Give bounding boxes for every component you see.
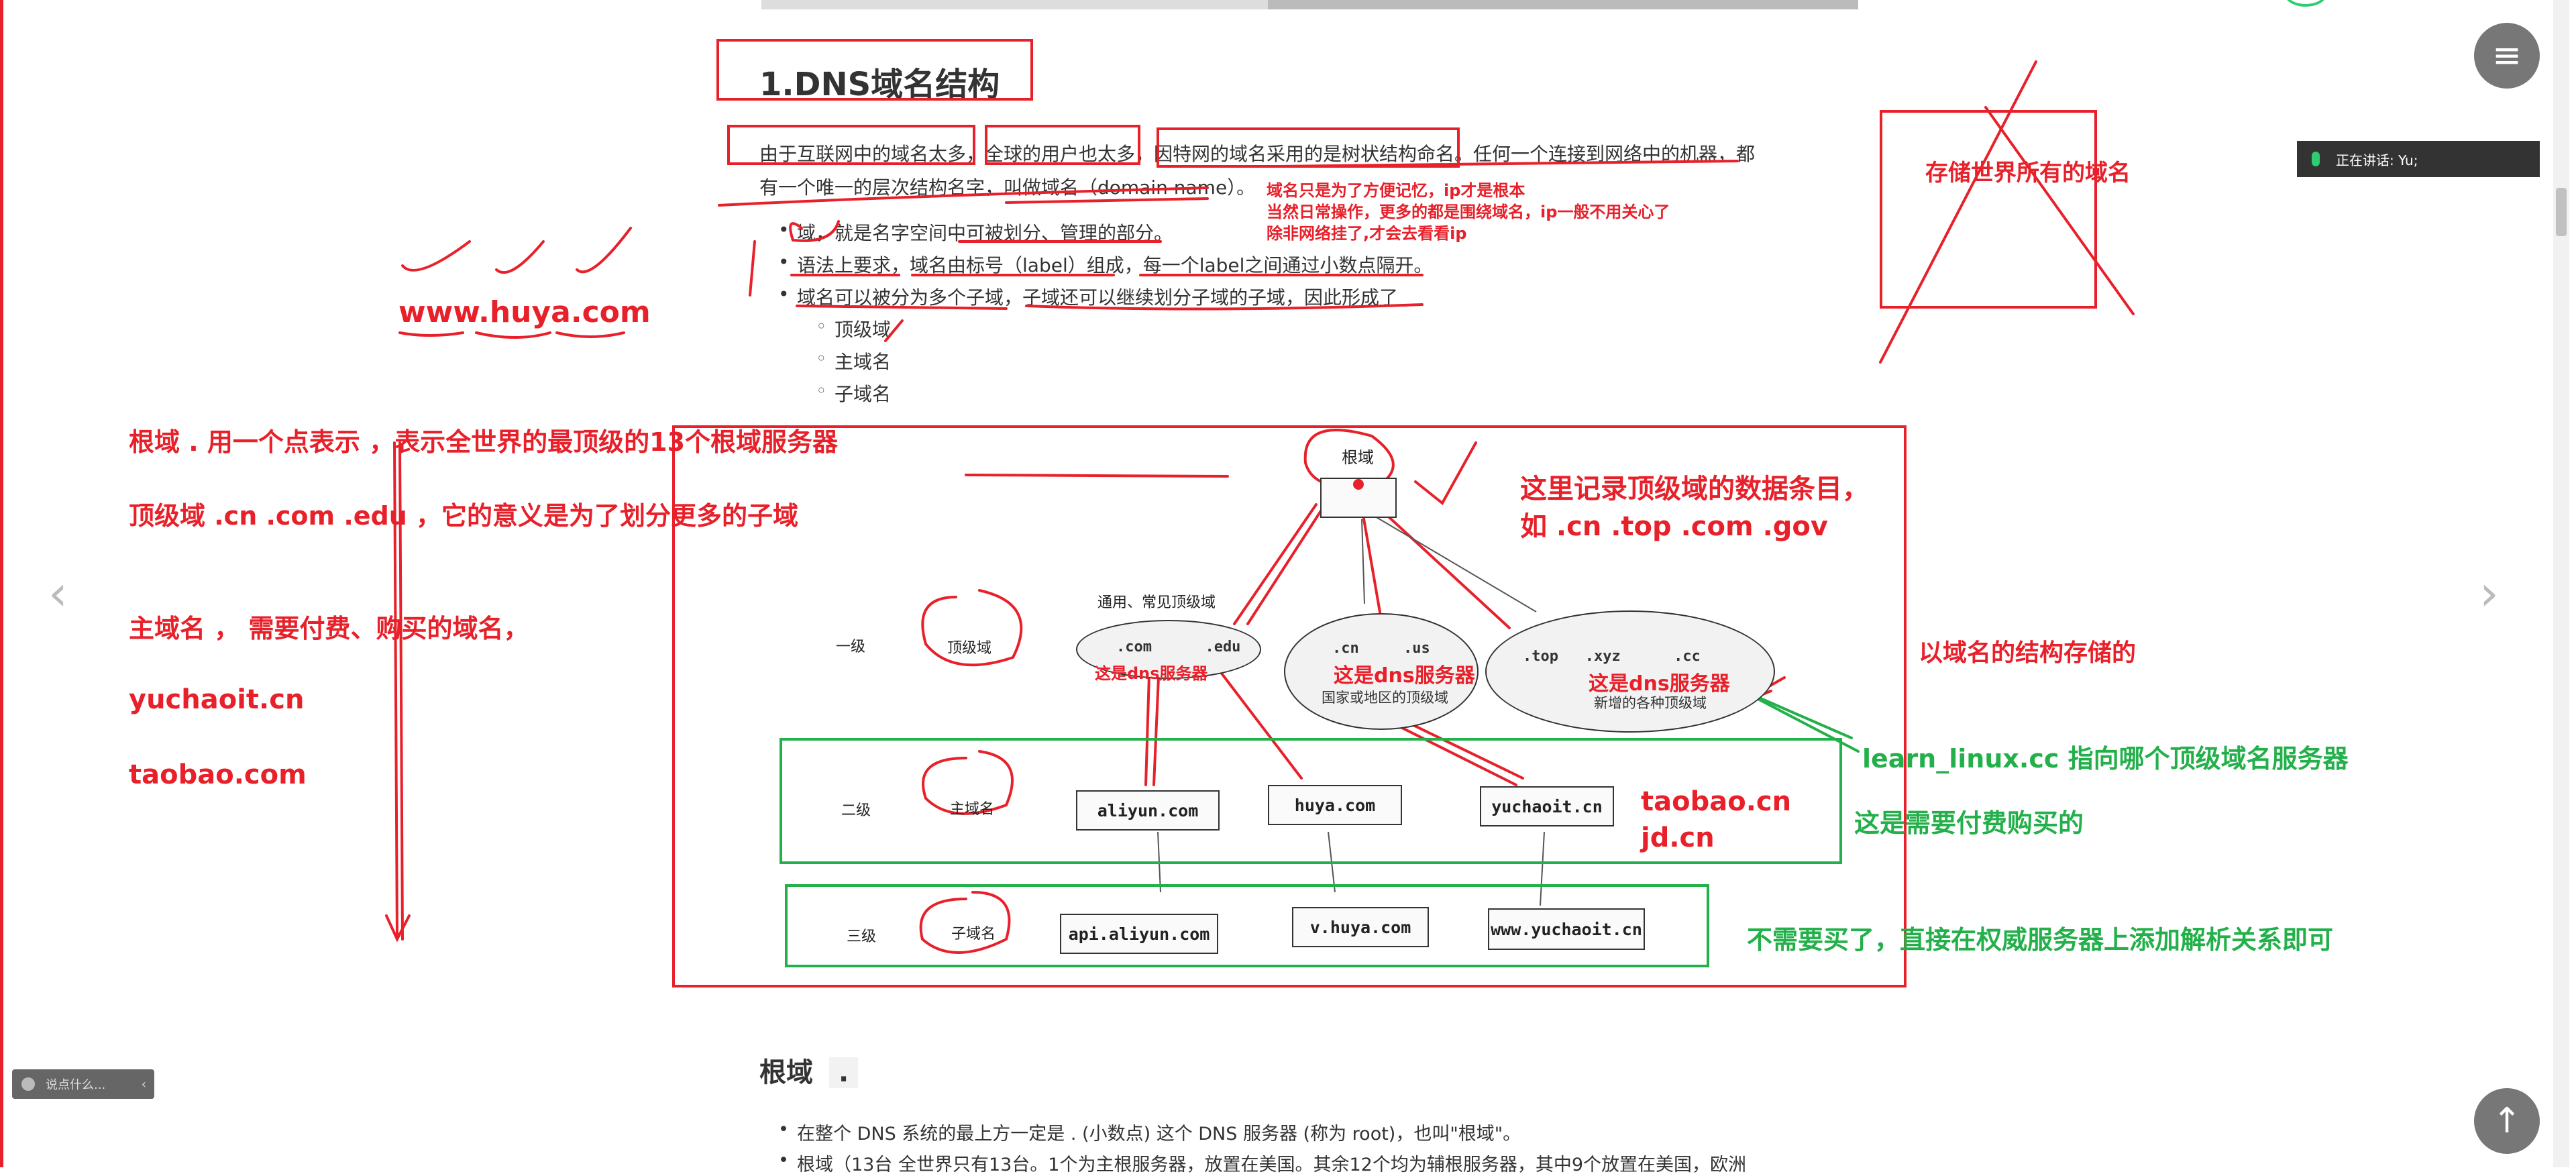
highlight-too-many-users	[985, 125, 1140, 165]
tld-ellipse-country	[1284, 613, 1479, 730]
root-dot	[1353, 479, 1364, 490]
collapse-icon[interactable]: ‹	[141, 1077, 146, 1091]
tld-ellipse-new	[1485, 610, 1775, 733]
sub-bullet-main: 主域名	[816, 348, 891, 374]
node-huya: huya.com	[1268, 785, 1402, 825]
level-1-label: 一级	[836, 639, 866, 655]
level-2-label: 二级	[841, 802, 871, 819]
tld-names-country: .cn .us	[1332, 640, 1430, 657]
diagram-frame	[672, 425, 1907, 987]
bullet-subdomain: 域名可以被分为多个子域，子域还可以继续划分子域的子域，因此形成了	[778, 283, 1398, 310]
top-scrollbar[interactable]	[761, 0, 1858, 9]
menu-button[interactable]: ≡	[2474, 23, 2540, 89]
storage-box	[1880, 110, 2097, 309]
chat-bar[interactable]: 说点什么... ‹	[12, 1069, 154, 1099]
ann-www-huya: www.huya.com	[398, 295, 651, 329]
ann-root-note: 根域 . 用一个点表示 ，表示全世界的最顶级的13个根域服务器	[129, 427, 839, 457]
node-api-aliyun: api.aliyun.com	[1060, 914, 1218, 954]
level-3-name: 子域名	[951, 926, 996, 943]
tld-names-common: .com .edu	[1116, 639, 1241, 655]
ann-example-2: taobao.com	[129, 759, 307, 790]
intro-line-1: 由于互联网中的域名太多，全球的用户也太多，因特网的域名采用的是树状结构命名。任何…	[759, 143, 1756, 165]
sub-bullet-tld: 顶级域	[816, 315, 891, 342]
ann-dns-server-3: 这是dns服务器	[1589, 672, 1730, 696]
section-root-dot: .	[828, 1057, 859, 1088]
ann-jd-cn: jd.cn	[1641, 822, 1715, 853]
ann-dns-server-2: 这是dns服务器	[1334, 664, 1475, 688]
sub-bullet-child: 子域名	[816, 380, 891, 407]
root-node	[1320, 478, 1397, 518]
tld-names-new: .top .xyz .cc	[1523, 648, 1701, 665]
menu-icon: ≡	[2492, 36, 2522, 76]
section-root-title: 根域	[759, 1057, 813, 1088]
ann-dns-server-1: 这是dns服务器	[1095, 664, 1208, 683]
ann-tld-note: 顶级域 .cn .com .edu ，它的意义是为了划分更多的子域	[129, 501, 799, 531]
tld-caption-country: 国家或地区的顶级域	[1322, 690, 1448, 706]
ann-store-all: 存储世界所有的域名	[1925, 160, 2131, 186]
root-label: 根域	[1342, 448, 1374, 467]
ann-record-1: 这里记录顶级域的数据条目，	[1520, 474, 1869, 504]
canvas-left-border	[0, 0, 3, 1167]
ann-record-2: 如 .cn .top .com .gov	[1520, 511, 1828, 542]
tld-ellipse-common	[1076, 620, 1261, 679]
node-aliyun: aliyun.com	[1076, 790, 1220, 831]
common-tld-label: 通用、常见顶级域	[1097, 594, 1216, 611]
page-scrollbar-track[interactable]	[2553, 0, 2569, 1167]
level-3-label: 三级	[847, 928, 877, 945]
ann-learn-linux: learn_linux.cc 指向哪个顶级域名服务器	[1862, 744, 2349, 773]
highlight-too-many-domains	[727, 125, 975, 165]
chat-input[interactable]: 说点什么...	[46, 1078, 106, 1092]
node-v-huya: v.huya.com	[1292, 907, 1429, 947]
second-level-box	[780, 738, 1842, 864]
ann-struct: 以域名的结构存储的	[1919, 639, 2137, 667]
smile-icon[interactable]	[21, 1077, 35, 1091]
ann-ip-line-2: 当然日常操作，更多的都是围绕域名，ip一般不用关心了	[1267, 203, 1670, 221]
ann-main-note: 主域名 ， 需要付费、购买的域名，	[129, 614, 529, 643]
level-2-name: 主域名	[950, 801, 995, 818]
ann-ip-line-3: 除非网络挂了,才会去看看ip	[1267, 224, 1467, 243]
level-1-name: 顶级域	[947, 640, 992, 657]
speaking-text: 正在讲话: Yu;	[2336, 152, 2418, 168]
section-root-bullet-1: 在整个 DNS 系统的最上方一定是 . (小数点) 这个 DNS 服务器 (称为…	[778, 1119, 1521, 1145]
ann-taobao-cn: taobao.cn	[1641, 786, 1792, 817]
scroll-top-button[interactable]: ↑	[2474, 1088, 2540, 1154]
section-root-heading: 根域 .	[759, 1051, 859, 1089]
bullet-label: 语法上要求，域名由标号（label）组成，每一个label之间通过小数点隔开。	[778, 251, 1432, 278]
speaking-indicator: 正在讲话: Yu;	[2297, 141, 2540, 177]
microphone-icon	[2312, 152, 2320, 166]
page-scrollbar-thumb[interactable]	[2556, 188, 2567, 236]
next-page-button[interactable]: ›	[2479, 565, 2499, 621]
page-title: 1.DNS域名结构	[759, 66, 1000, 103]
prev-page-button[interactable]: ‹	[48, 565, 68, 621]
ann-ip-line-1: 域名只是为了方便记忆，ip才是根本	[1267, 181, 1525, 200]
title-highlight	[716, 39, 1033, 101]
node-yuchaoit: yuchaoit.cn	[1480, 786, 1614, 826]
ann-example-1: yuchaoit.cn	[129, 684, 305, 715]
ann-need-pay: 这是需要付费购买的	[1854, 808, 2084, 838]
tld-caption-new: 新增的各种顶级域	[1594, 695, 1707, 711]
ann-no-buy: 不需要买了，直接在权威服务器上添加解析关系即可	[1747, 925, 2334, 955]
third-level-box	[785, 884, 1709, 967]
arrow-up-icon: ↑	[2492, 1101, 2522, 1141]
node-www-yuchaoit: www.yuchaoit.cn	[1488, 908, 1645, 950]
section-root-bullet-2: 根域（13台 全世界只有13台。1个为主根服务器，放置在美国。其余12个均为辅根…	[778, 1150, 1746, 1176]
